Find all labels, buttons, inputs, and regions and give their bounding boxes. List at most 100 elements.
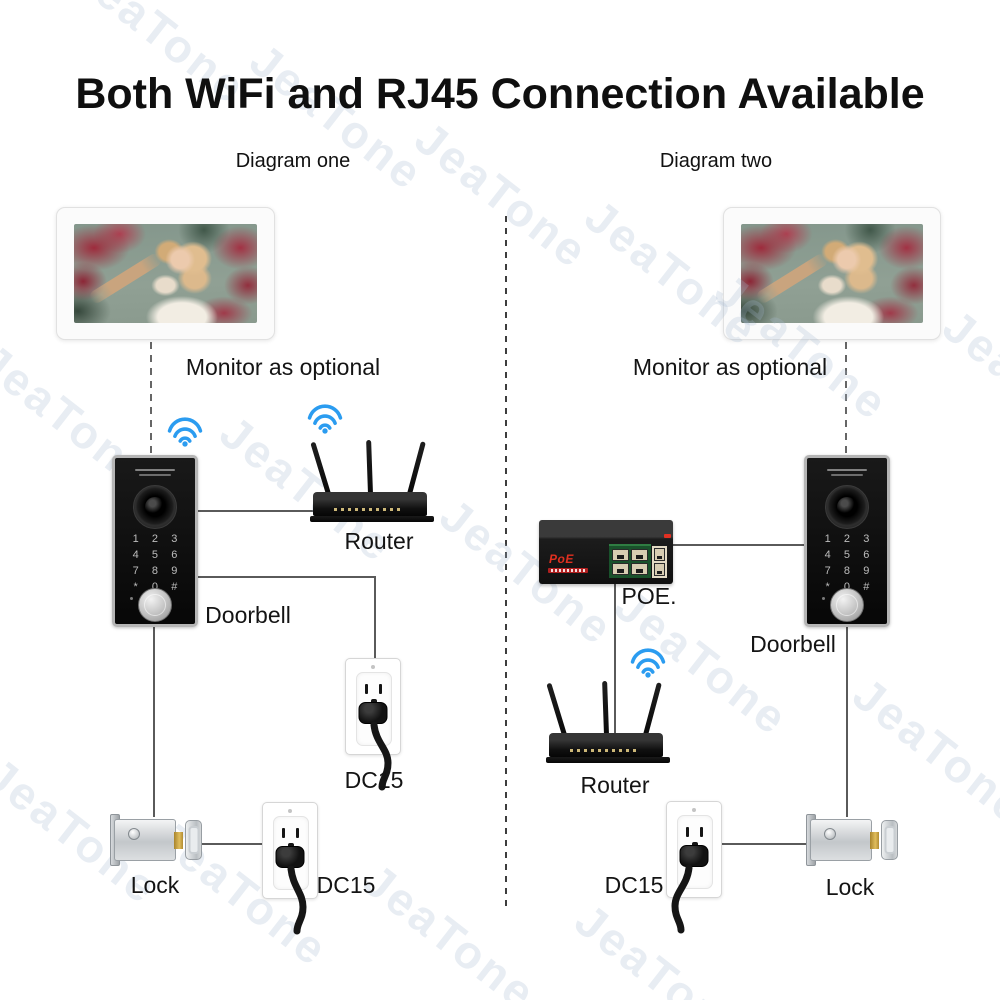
indoor-monitor — [56, 207, 275, 340]
router-base — [310, 516, 434, 522]
lock-label: Lock — [130, 872, 180, 898]
watermark: JeaTone — [843, 667, 1000, 835]
doorbell-outlet-line-h — [198, 576, 376, 578]
power-label: DC15 — [344, 767, 404, 793]
lock-latch — [870, 832, 879, 849]
poe-label-strip — [548, 568, 588, 573]
wifi-icon — [307, 404, 343, 434]
keypad-key: # — [171, 581, 178, 593]
router-base — [546, 757, 670, 763]
keypad-key: 6 — [171, 549, 178, 561]
ethernet-port — [631, 563, 648, 575]
poe-logo-text: PoE — [549, 552, 574, 566]
electric-lock — [110, 814, 202, 866]
keypad-key: 2 — [843, 533, 851, 545]
outlet-slot — [365, 684, 368, 694]
keypad-key: 3 — [171, 533, 178, 545]
power-label: DC15 — [604, 872, 664, 898]
electric-lock — [806, 814, 898, 866]
outlet-screw — [692, 808, 696, 812]
keypad-key: 9 — [171, 565, 178, 577]
poe-uplink-ports — [652, 546, 667, 578]
monitor-screen-photo — [741, 224, 923, 323]
outlet-screw — [371, 665, 375, 669]
keypad-key: 6 — [863, 549, 870, 561]
status-led — [130, 597, 133, 600]
keypad-key: 8 — [151, 565, 159, 577]
router-body — [313, 492, 427, 516]
power-outlet — [666, 801, 722, 934]
doorbell-label: Doorbell — [750, 631, 836, 657]
keypad-key: 9 — [863, 565, 870, 577]
poe-power-led — [664, 534, 671, 538]
wifi-icon — [167, 417, 203, 447]
ethernet-port — [654, 548, 665, 561]
diagram-two-heading: Diagram two — [659, 150, 773, 172]
watermark: JeaTone — [405, 111, 599, 279]
power-outlet — [345, 658, 401, 791]
doorbell-call-button — [138, 588, 172, 622]
keypad-key: 8 — [843, 565, 851, 577]
doorbell-outlet-line-v — [374, 576, 376, 660]
router-label: Router — [580, 772, 650, 798]
monitor-label: Monitor as optional — [632, 354, 828, 380]
power-cable — [671, 864, 693, 934]
outlet-lock-line — [722, 843, 808, 845]
outlet-slot — [686, 827, 689, 837]
router-antenna — [643, 682, 662, 736]
doorbell-camera — [133, 485, 177, 529]
keypad-key: 0 — [843, 581, 851, 593]
wifi-router — [546, 680, 670, 767]
router-antenna — [366, 439, 373, 495]
indoor-monitor — [723, 207, 941, 340]
wifi-router — [310, 439, 434, 526]
lock-outlet-line — [198, 843, 264, 845]
outlet-slot — [296, 828, 299, 838]
lock-screw — [128, 828, 140, 840]
keypad-key: 3 — [863, 533, 870, 545]
keypad-key: 4 — [824, 549, 831, 561]
outlet-slot — [282, 828, 285, 838]
outlet-slot — [379, 684, 382, 694]
doorbell-lock-line — [153, 627, 155, 817]
divider-dashed-line — [505, 216, 507, 906]
power-outlet — [262, 802, 318, 935]
doorbell-lock-line — [846, 627, 848, 817]
doorbell-call-button — [830, 588, 864, 622]
router-antenna — [602, 680, 609, 736]
monitor-doorbell-dashed-line — [845, 342, 847, 454]
doorbell-camera — [825, 485, 869, 529]
outlet-slot — [700, 827, 703, 837]
status-led — [822, 597, 825, 600]
poe-ports — [609, 544, 651, 578]
ethernet-port — [631, 549, 648, 561]
speaker-grille — [827, 469, 867, 471]
power-cable — [370, 721, 392, 791]
keypad-key: 7 — [824, 565, 831, 577]
monitor-doorbell-dashed-line — [150, 342, 152, 455]
lock-label: Lock — [825, 874, 875, 900]
keypad-key: * — [133, 581, 138, 593]
power-plug — [679, 845, 709, 867]
router-body — [549, 733, 663, 757]
doorbell-router-line — [198, 510, 316, 512]
router-antenna — [546, 682, 567, 736]
router-label: Router — [344, 528, 414, 554]
poe-label: POE. — [621, 583, 677, 609]
poe-router-line — [614, 583, 616, 735]
keypad-key: 7 — [132, 565, 139, 577]
lock-body — [114, 819, 176, 861]
lock-latch — [174, 832, 183, 849]
keypad-key: 4 — [132, 549, 139, 561]
ethernet-port — [612, 563, 629, 575]
lock-screw — [824, 828, 836, 840]
router-antenna — [310, 441, 331, 495]
monitor-label: Monitor as optional — [185, 354, 381, 380]
keypad-key: 0 — [151, 581, 159, 593]
keypad-key: 1 — [132, 533, 139, 545]
